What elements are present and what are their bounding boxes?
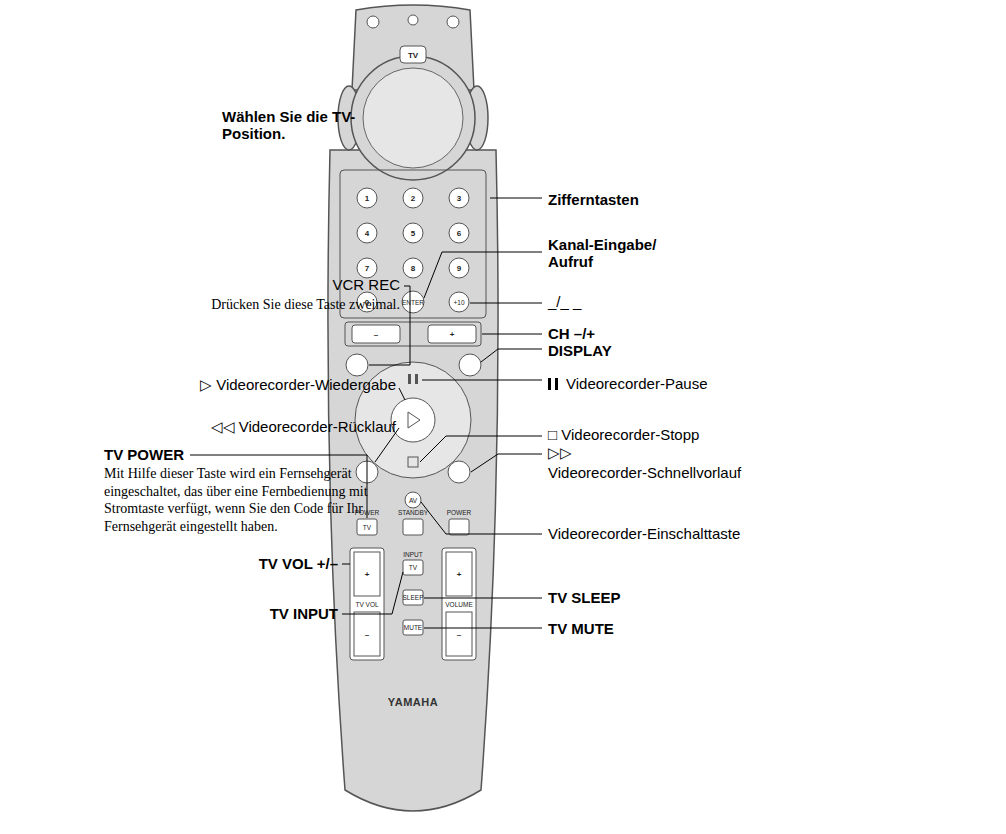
button-label: ENTER bbox=[402, 299, 424, 306]
note: Drücken Sie diese Taste zweimal. bbox=[211, 296, 400, 314]
button-label: – bbox=[457, 630, 461, 639]
button-label: – bbox=[365, 630, 369, 639]
button-label: 5 bbox=[411, 229, 415, 238]
callout-label: Zifferntasten bbox=[548, 191, 639, 208]
note: Mit Hilfe dieser Taste wird ein Fernsehg… bbox=[104, 465, 404, 535]
button-label: MUTE bbox=[404, 624, 422, 631]
callout-label: Videorecorder-Pause bbox=[566, 375, 707, 392]
button-label: + bbox=[457, 570, 462, 579]
instruction: Wählen Sie die TV-Position. bbox=[222, 108, 362, 142]
callout-label: TV VOL +/– bbox=[259, 555, 338, 572]
callout-label: Videorecorder-Einschalttaste bbox=[548, 525, 740, 542]
callout-label: VCR REC bbox=[332, 276, 400, 293]
button-label: SLEEP bbox=[403, 594, 424, 601]
callout-label: CH –/+ bbox=[548, 325, 595, 342]
callout-label: Videorecorder-Schnellvorlauf bbox=[548, 464, 741, 481]
pause-symbol bbox=[548, 378, 558, 390]
button-label: + bbox=[450, 330, 455, 339]
callout-label: DISPLAY bbox=[548, 342, 612, 359]
callout-label: TV SLEEP bbox=[548, 589, 621, 606]
button-label: STANDBY bbox=[398, 509, 428, 516]
callout-label: ▷▷ bbox=[548, 444, 572, 462]
button-label: TV bbox=[408, 51, 418, 60]
callout-label: ▷ Videorecorder-Wiedergabe bbox=[200, 376, 396, 394]
button-label: INPUT bbox=[403, 551, 423, 558]
button-label: POWER bbox=[447, 509, 472, 516]
button-label: TV bbox=[409, 564, 417, 571]
button-label: 1 bbox=[365, 194, 369, 203]
button-label: 9 bbox=[457, 264, 461, 273]
callout-label: TV INPUT bbox=[270, 605, 338, 622]
leader-lines bbox=[190, 198, 542, 628]
callout-label: TV POWER bbox=[104, 446, 184, 463]
button-label: 0 bbox=[365, 298, 369, 307]
button-label: 7 bbox=[365, 264, 369, 273]
button-label: POWER bbox=[355, 509, 380, 516]
callout-label: □ Videorecorder-Stopp bbox=[548, 426, 699, 443]
button-label: +10 bbox=[453, 299, 464, 306]
button-label: 6 bbox=[457, 229, 461, 238]
button-label: 4 bbox=[365, 229, 369, 238]
callout-label: ◁◁ Videorecorder-Rücklauf bbox=[211, 418, 396, 436]
button-label: TV VOL bbox=[355, 601, 378, 608]
button-label: AV bbox=[409, 497, 417, 504]
callout-label: TV MUTE bbox=[548, 620, 614, 637]
brand-logo: YAMAHA bbox=[388, 696, 438, 708]
button-label: 2 bbox=[411, 194, 415, 203]
callout-label: Kanal-Eingabe/ Aufruf bbox=[548, 236, 678, 270]
button-label: 3 bbox=[457, 194, 461, 203]
button-label: TV bbox=[363, 524, 371, 531]
callout-label: _/_ _ bbox=[548, 293, 581, 310]
button-label: VOLUME bbox=[445, 601, 472, 608]
button-label: 8 bbox=[411, 264, 415, 273]
button-label: + bbox=[365, 570, 370, 579]
button-label: – bbox=[374, 330, 378, 339]
